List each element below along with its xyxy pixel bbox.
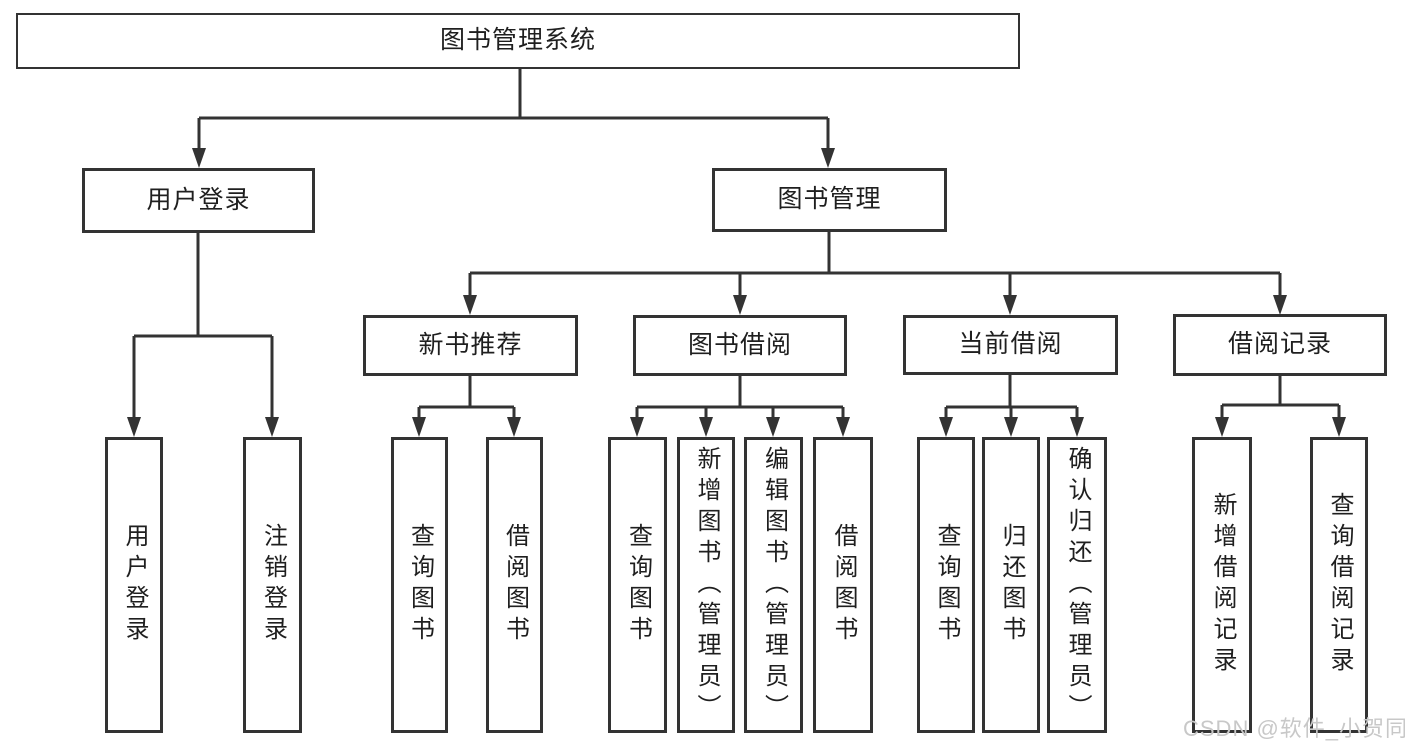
node-library-management-system: 图书管理系统 <box>16 13 1020 69</box>
leaf-borrow-books: 借阅图书 <box>813 437 873 733</box>
node-current-borrowing: 当前借阅 <box>903 315 1118 375</box>
leaf-query-borrowing-record: 查询借阅记录 <box>1310 437 1368 733</box>
leaf-edit-books-admin: 编辑图书（管理员） <box>744 437 803 733</box>
connector-borrowing-records-to-leaves <box>1215 376 1346 437</box>
node-book-borrowing: 图书借阅 <box>633 315 847 376</box>
leaf-return-books: 归还图书 <box>982 437 1040 733</box>
connector-book-borrowing-to-leaves <box>630 376 850 437</box>
leaf-user-login: 用户登录 <box>105 437 163 733</box>
connector-book-management-to-sections <box>463 232 1287 315</box>
connector-user-login-to-leaves <box>127 233 279 437</box>
node-borrowing-records: 借阅记录 <box>1173 314 1387 376</box>
connector-new-book-recommendation-to-leaves <box>412 376 521 437</box>
leaf-query-books-recommend: 查询图书 <box>391 437 448 733</box>
csdn-watermark: CSDN @软件_小贺同学 <box>1183 716 1405 741</box>
leaf-query-books-current: 查询图书 <box>917 437 975 733</box>
leaf-logout: 注销登录 <box>243 437 302 733</box>
leaf-confirm-return-admin: 确认归还（管理员） <box>1047 437 1107 733</box>
leaf-query-books-borrowing: 查询图书 <box>608 437 667 733</box>
node-book-management: 图书管理 <box>712 168 947 232</box>
node-user-login: 用户登录 <box>82 168 315 233</box>
connector-current-borrowing-to-leaves <box>939 375 1084 437</box>
leaf-borrow-books-recommend: 借阅图书 <box>486 437 543 733</box>
leaf-add-books-admin: 新增图书（管理员） <box>677 437 735 733</box>
node-new-book-recommendation: 新书推荐 <box>363 315 578 376</box>
connector-root-to-branches <box>192 67 835 168</box>
leaf-add-borrowing-record: 新增借阅记录 <box>1192 437 1252 733</box>
